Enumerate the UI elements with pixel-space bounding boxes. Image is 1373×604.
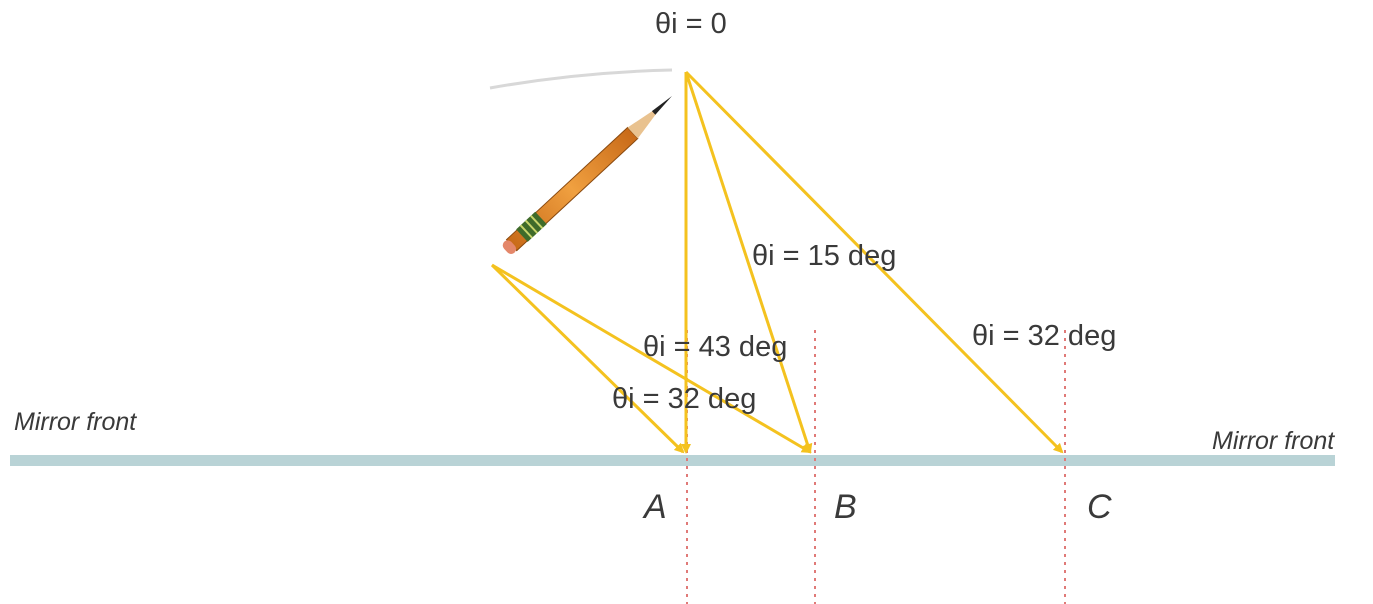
- ray-tip-to-c: [684, 70, 1064, 454]
- label-theta-15: θi = 15 deg: [752, 240, 896, 272]
- label-theta-32-right: θi = 32 deg: [972, 320, 1116, 352]
- label-theta-0: θi = 0: [655, 8, 727, 40]
- label-point-c: C: [1087, 488, 1112, 526]
- label-point-b: B: [834, 488, 857, 526]
- mirror-surface: [10, 455, 1335, 466]
- label-mirror-front-left: Mirror front: [14, 408, 137, 436]
- faint-sketch-line: [489, 68, 673, 90]
- label-mirror-front-right: Mirror front: [1212, 427, 1335, 455]
- label-point-a: A: [642, 488, 667, 526]
- label-theta-43: θi = 43 deg: [643, 331, 787, 363]
- pencil-icon: [502, 95, 672, 254]
- ray-end-to-a: [490, 263, 685, 454]
- ray-tip-to-b: [684, 71, 813, 454]
- label-theta-32-left: θi = 32 deg: [612, 383, 756, 415]
- ray-end-to-b: [491, 263, 812, 454]
